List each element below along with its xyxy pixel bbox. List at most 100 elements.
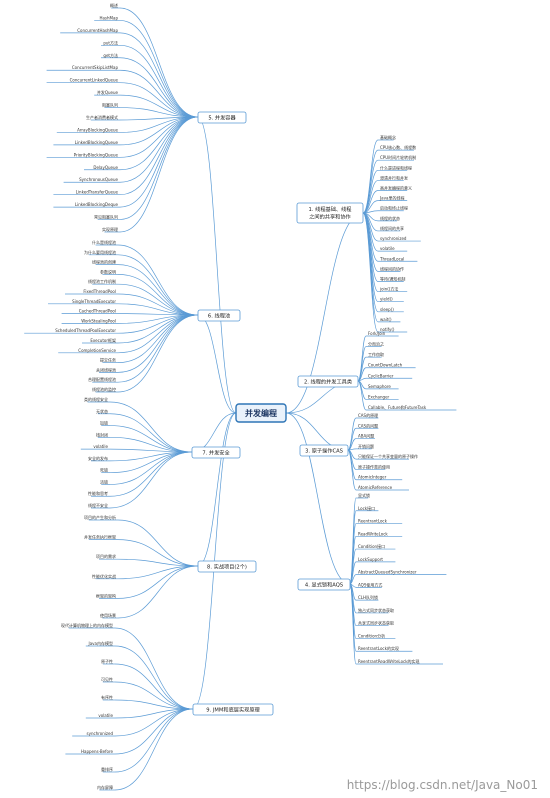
leaf-label[interactable]: 实现原理: [102, 226, 118, 232]
leaf-label[interactable]: yield(): [380, 297, 393, 302]
leaf-label[interactable]: Happens-Before: [81, 749, 114, 754]
leaf-label[interactable]: ReentrantLock的实现: [358, 645, 399, 651]
leaf-label[interactable]: 线程池的监控: [92, 386, 116, 392]
leaf-label[interactable]: PriorityBlockingQueue: [74, 152, 119, 157]
leaf-label[interactable]: 常见阻塞队列: [94, 214, 118, 220]
center-node[interactable]: 并发编程: [235, 403, 287, 423]
leaf-label[interactable]: 现代计算机物理上的内存模型: [61, 622, 113, 628]
leaf-label[interactable]: 项目的产生和分析: [84, 514, 116, 520]
leaf-label[interactable]: Exchanger: [368, 394, 390, 399]
leaf-label[interactable]: 线程间的协作: [380, 265, 404, 271]
leaf-label[interactable]: 基础概念: [380, 134, 396, 140]
branch-node-locks-aqs[interactable]: 4. 显式锁和AQS: [297, 578, 351, 591]
leaf-label[interactable]: 什么是线程池: [92, 239, 116, 245]
leaf-label[interactable]: 澄清并行和并发: [380, 174, 408, 180]
leaf-label[interactable]: ReentrantLock: [358, 519, 388, 524]
leaf-label[interactable]: get方法: [103, 52, 118, 58]
leaf-label[interactable]: LockSupport: [358, 557, 383, 562]
leaf-label[interactable]: SingleThreadExecutor: [72, 299, 116, 304]
leaf-label[interactable]: 显式锁: [358, 492, 370, 498]
leaf-label[interactable]: put方法: [103, 39, 118, 45]
leaf-label[interactable]: AtomicReference: [358, 485, 393, 490]
leaf-label[interactable]: 类的线程安全: [84, 396, 108, 402]
leaf-label[interactable]: 线程池的创建: [92, 259, 116, 265]
leaf-label[interactable]: 性能和思考: [88, 490, 108, 496]
leaf-label[interactable]: ConcurrentSkipListMap: [72, 65, 119, 70]
branch-node-concurrency-tools[interactable]: 2. 线程的并发工具类: [297, 375, 359, 388]
leaf-label[interactable]: 分而治之: [368, 341, 384, 347]
leaf-label[interactable]: CPU时间片轮转机制: [380, 154, 416, 160]
leaf-label[interactable]: CyclicBarrier: [368, 373, 394, 378]
leaf-label[interactable]: 共享式同步状态获取: [358, 620, 394, 626]
leaf-label[interactable]: 重排序: [101, 766, 113, 772]
branch-node-jmm[interactable]: 9. JMM和底层实现原理: [192, 703, 274, 716]
leaf-label[interactable]: Condition接口: [358, 543, 385, 549]
leaf-label[interactable]: volatile: [93, 444, 108, 449]
leaf-label[interactable]: 概述: [110, 2, 118, 8]
leaf-label[interactable]: Semaphore: [368, 384, 391, 389]
leaf-label[interactable]: 关闭线程池: [96, 366, 116, 372]
leaf-label[interactable]: wait(): [380, 317, 392, 322]
leaf-label[interactable]: 死锁: [100, 467, 108, 473]
branch-node-concurrency-safety[interactable]: 7. 并发安全: [191, 446, 241, 459]
leaf-label[interactable]: 线程池工作机制: [88, 278, 116, 284]
leaf-label[interactable]: 加锁: [100, 420, 108, 426]
leaf-label[interactable]: ThreadLocal: [379, 256, 404, 261]
leaf-label[interactable]: Java内存模型: [88, 640, 113, 646]
leaf-label[interactable]: notify(): [380, 327, 395, 332]
leaf-label[interactable]: CPU核心数、线程数: [380, 144, 416, 150]
leaf-label[interactable]: ABA问题: [358, 433, 374, 439]
leaf-label[interactable]: ConcurrentHashMap: [77, 28, 118, 33]
leaf-label[interactable]: join()方法: [379, 286, 398, 292]
branch-node-concurrent-containers[interactable]: 5. 并发容器: [197, 111, 247, 124]
leaf-label[interactable]: 原子操作类的使用: [358, 463, 390, 469]
leaf-label[interactable]: 阻塞队列: [102, 102, 118, 108]
leaf-label[interactable]: 性能优化实战: [92, 573, 116, 579]
leaf-label[interactable]: 可见性: [101, 676, 113, 682]
leaf-label[interactable]: CLH队列锁: [358, 594, 378, 600]
leaf-label[interactable]: 生产者消费者模式: [86, 114, 118, 120]
leaf-label[interactable]: 只能保证一个共享变量的原子操作: [358, 453, 418, 459]
leaf-label[interactable]: sleep(): [380, 307, 394, 312]
leaf-label[interactable]: CachedThreadPool: [79, 309, 116, 314]
leaf-label[interactable]: 框架的架构: [96, 592, 116, 598]
leaf-label[interactable]: CAS的原理: [358, 412, 378, 418]
leaf-label[interactable]: AQS使用方式: [358, 581, 382, 587]
leaf-label[interactable]: synchronized: [87, 731, 114, 736]
leaf-label[interactable]: Callable、Future和FutureTask: [368, 404, 427, 410]
leaf-label[interactable]: WorkStealingPool: [81, 318, 116, 323]
leaf-label[interactable]: CompletionService: [78, 348, 116, 353]
leaf-label[interactable]: HashMap: [99, 15, 118, 20]
leaf-label[interactable]: 有序性: [101, 694, 113, 700]
leaf-label[interactable]: ReadWriteLock: [358, 531, 388, 536]
leaf-label[interactable]: LinkedBlockingQueue: [75, 140, 119, 145]
leaf-label[interactable]: DelayQueue: [93, 165, 118, 170]
leaf-label[interactable]: 无状态: [96, 408, 108, 414]
leaf-label[interactable]: 使用场景: [100, 612, 116, 618]
leaf-label[interactable]: volatile: [380, 246, 395, 251]
leaf-label[interactable]: LinkedBlockingDeque: [75, 202, 119, 207]
leaf-label[interactable]: 参数说明: [100, 268, 116, 274]
leaf-label[interactable]: CAS的问题: [358, 422, 378, 428]
leaf-label[interactable]: AbstractQueuedSynchronizer: [358, 570, 417, 575]
leaf-label[interactable]: LinkedTransferQueue: [76, 190, 119, 195]
leaf-label[interactable]: 为什么要用线程池: [84, 249, 116, 255]
leaf-label[interactable]: synchronized: [380, 236, 407, 241]
leaf-label[interactable]: Executor框架: [90, 337, 116, 343]
leaf-label[interactable]: 工作窃取: [368, 351, 384, 357]
leaf-label[interactable]: 什么是进程和线程: [380, 164, 412, 170]
leaf-label[interactable]: 栈封闭: [96, 431, 108, 437]
leaf-label[interactable]: 合理配置线程池: [88, 376, 116, 382]
leaf-label[interactable]: 内存屏障: [97, 784, 113, 790]
leaf-label[interactable]: ConcurrentLinkedQueue: [70, 78, 119, 83]
leaf-label[interactable]: Java里的线程: [379, 195, 404, 201]
branch-node-practice-projects[interactable]: 8. 实战项目(2个): [197, 560, 257, 573]
leaf-label[interactable]: ArrayBlockingQueue: [77, 127, 118, 132]
branch-node-thread-basics[interactable]: 1. 线程基础、线程 之间的共享和协作: [296, 202, 364, 224]
leaf-label[interactable]: CountDownLatch: [368, 363, 403, 368]
leaf-label[interactable]: volatile: [98, 713, 113, 718]
leaf-label[interactable]: 原子性: [101, 658, 113, 664]
leaf-label[interactable]: 线程不安全: [88, 502, 108, 508]
leaf-label[interactable]: ScheduledThreadPoolExecutor: [55, 328, 116, 333]
leaf-label[interactable]: 并发Queue: [97, 89, 119, 95]
